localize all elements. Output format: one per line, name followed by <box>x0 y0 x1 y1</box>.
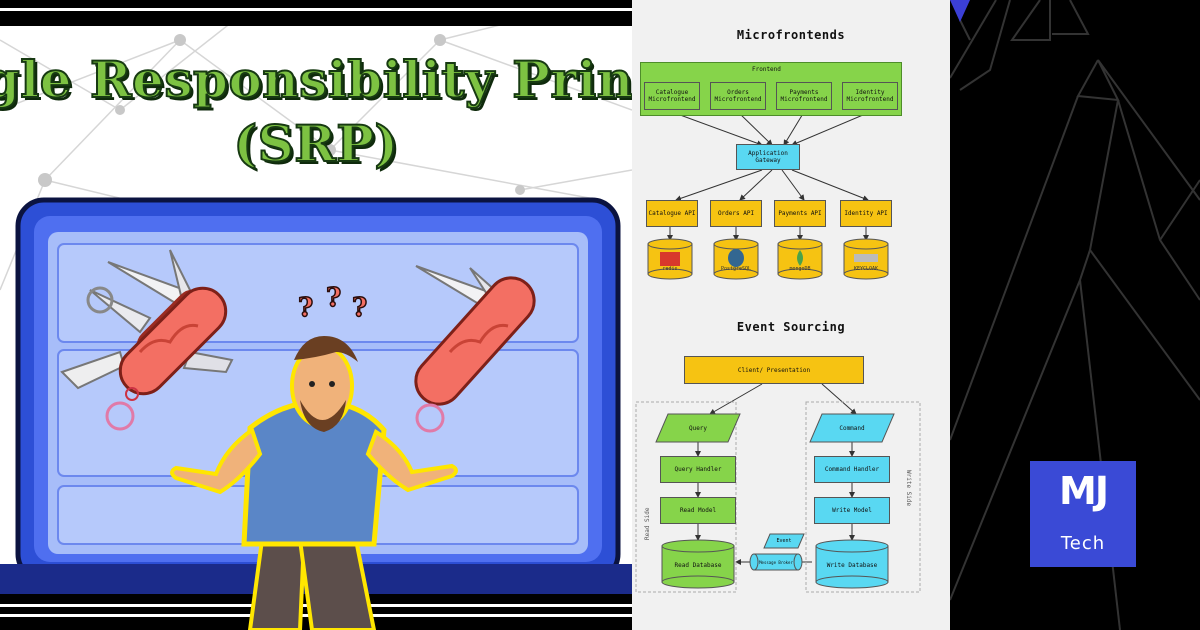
command-handler: Command Handler <box>814 456 890 483</box>
orders-api: Orders API <box>710 200 762 227</box>
brand-panel: MJ Tech <box>950 0 1200 630</box>
client-presentation: Client/ Presentation <box>684 356 864 384</box>
srp-panel: ? ? ? ngle Responsi <box>0 0 632 630</box>
architecture-panel: Microfrontends Frontend Catalogue Microf… <box>632 0 950 630</box>
write-side-label: Write Side <box>905 470 912 507</box>
logo-main-text: MJ <box>1059 469 1109 513</box>
mongodb-label: mongoDB <box>789 266 811 272</box>
catalogue-microfrontend: Catalogue Microfrontend <box>644 82 700 110</box>
multitool-knife-icon <box>60 249 234 431</box>
title-line-2: (SRP) <box>232 113 399 174</box>
command-shape <box>809 413 895 443</box>
query-label: Query <box>688 424 708 432</box>
event-sourcing-title: Event Sourcing <box>736 320 846 334</box>
geometric-background <box>950 0 1200 630</box>
message-broker-label: Message Broker <box>759 559 793 565</box>
postgresql-label: PostgreSQL <box>720 266 752 272</box>
payments-microfrontend: Payments Microfrontend <box>776 82 832 110</box>
redis-label: redis <box>662 266 678 272</box>
title-line-1: ngle Responsibility Princi <box>0 49 632 110</box>
payments-api: Payments API <box>774 200 826 227</box>
write-database-cylinder <box>815 539 889 589</box>
logo-sub-text: Tech <box>1060 533 1106 554</box>
catalogue-api: Catalogue API <box>646 200 698 227</box>
identity-api: Identity API <box>840 200 892 227</box>
question-mark-2: ? <box>326 283 341 313</box>
message-broker-cylinder <box>749 553 803 571</box>
orders-microfrontend: Orders Microfrontend <box>710 82 766 110</box>
event-label: Event <box>776 537 792 544</box>
laptop-illustration: ? ? ? <box>0 197 632 630</box>
read-database-cylinder <box>661 539 735 589</box>
redis-database <box>647 238 693 280</box>
diagram-connectors <box>635 111 921 593</box>
read-side-label: Read Side <box>644 507 651 540</box>
read-model: Read Model <box>660 497 736 524</box>
mongodb-database <box>777 238 823 280</box>
write-database-label: Write Database <box>826 561 878 569</box>
knife-icon <box>414 265 536 433</box>
keycloak-database <box>843 238 889 280</box>
command-label: Command <box>839 424 865 432</box>
write-model: Write Model <box>814 497 890 524</box>
shrugging-man-icon <box>170 336 458 630</box>
query-handler: Query Handler <box>660 456 736 483</box>
microfrontends-title: Microfrontends <box>736 28 846 42</box>
query-shape <box>655 413 741 443</box>
identity-microfrontend: Identity Microfrontend <box>842 82 898 110</box>
question-mark-3: ? <box>352 293 367 323</box>
application-gateway: Application Gateway <box>736 144 800 170</box>
keycloak-label: KEYCLOAK <box>853 266 879 272</box>
frontend-group-label: Frontend <box>752 66 781 73</box>
mj-tech-logo: MJ Tech <box>1030 461 1136 567</box>
event-shape <box>763 533 805 549</box>
top-stripe <box>0 0 632 26</box>
postgresql-database <box>713 238 759 280</box>
question-mark-1: ? <box>298 293 313 323</box>
read-database-label: Read Database <box>674 561 722 569</box>
